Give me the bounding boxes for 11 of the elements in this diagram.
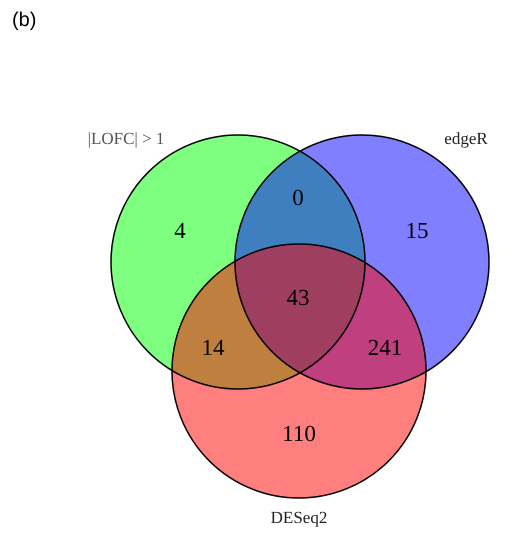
set-label: edgeR [443,128,489,150]
region-count: 15 [404,217,430,245]
set-label: DESeq2 [270,507,328,529]
region-count: 110 [281,420,317,448]
region-count: 14 [200,334,226,362]
set-label: |LOFC| > 1 [86,128,166,150]
region-count: 241 [366,334,404,362]
region-count: 0 [291,184,305,212]
panel-label: (b) [12,8,36,33]
region-count: 4 [173,217,187,245]
region-count: 43 [286,284,310,312]
